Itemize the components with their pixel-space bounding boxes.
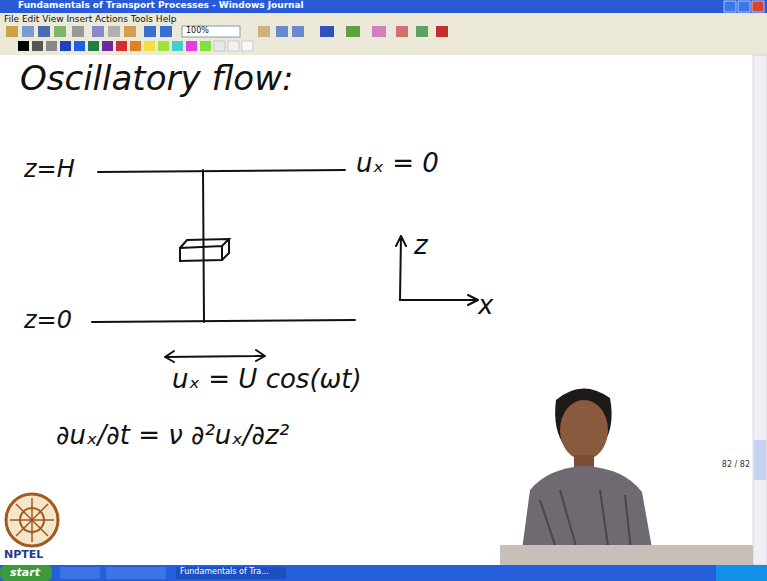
boundary-label: z=0: [24, 306, 72, 334]
axis-label: x: [478, 290, 493, 320]
toolbar-icons: [6, 26, 448, 37]
menu-bar: File Edit View Insert Actions Tools Help: [4, 14, 176, 24]
handwritten-heading: Oscillatory flow:: [20, 58, 293, 98]
channel-sketch: [92, 170, 478, 362]
boundary-condition: uₓ = U cos(ωt): [172, 364, 362, 394]
axis-label: z: [414, 230, 428, 260]
color-swatches: [18, 41, 253, 51]
boundary-label: z=H: [24, 155, 75, 183]
taskbar: [0, 565, 767, 581]
zoom-box: 100%: [186, 26, 209, 35]
toolbar-area: [0, 13, 767, 55]
title-bar: [0, 0, 767, 13]
presenter: [500, 388, 753, 565]
logo-text: NPTEL: [4, 548, 43, 561]
governing-equation: ∂uₓ/∂t = ν ∂²uₓ/∂z²: [56, 420, 289, 450]
start-button: start: [10, 566, 40, 579]
window-title: Fundamentals of Transport Processes - Wi…: [18, 0, 304, 10]
scrollbar: [753, 55, 767, 565]
nptel-logo: [6, 494, 58, 546]
page-counter: 82 / 82: [722, 460, 750, 469]
boundary-condition: uₓ = 0: [356, 148, 439, 178]
taskbar-item: Fundamentals of Tra...: [180, 567, 269, 576]
